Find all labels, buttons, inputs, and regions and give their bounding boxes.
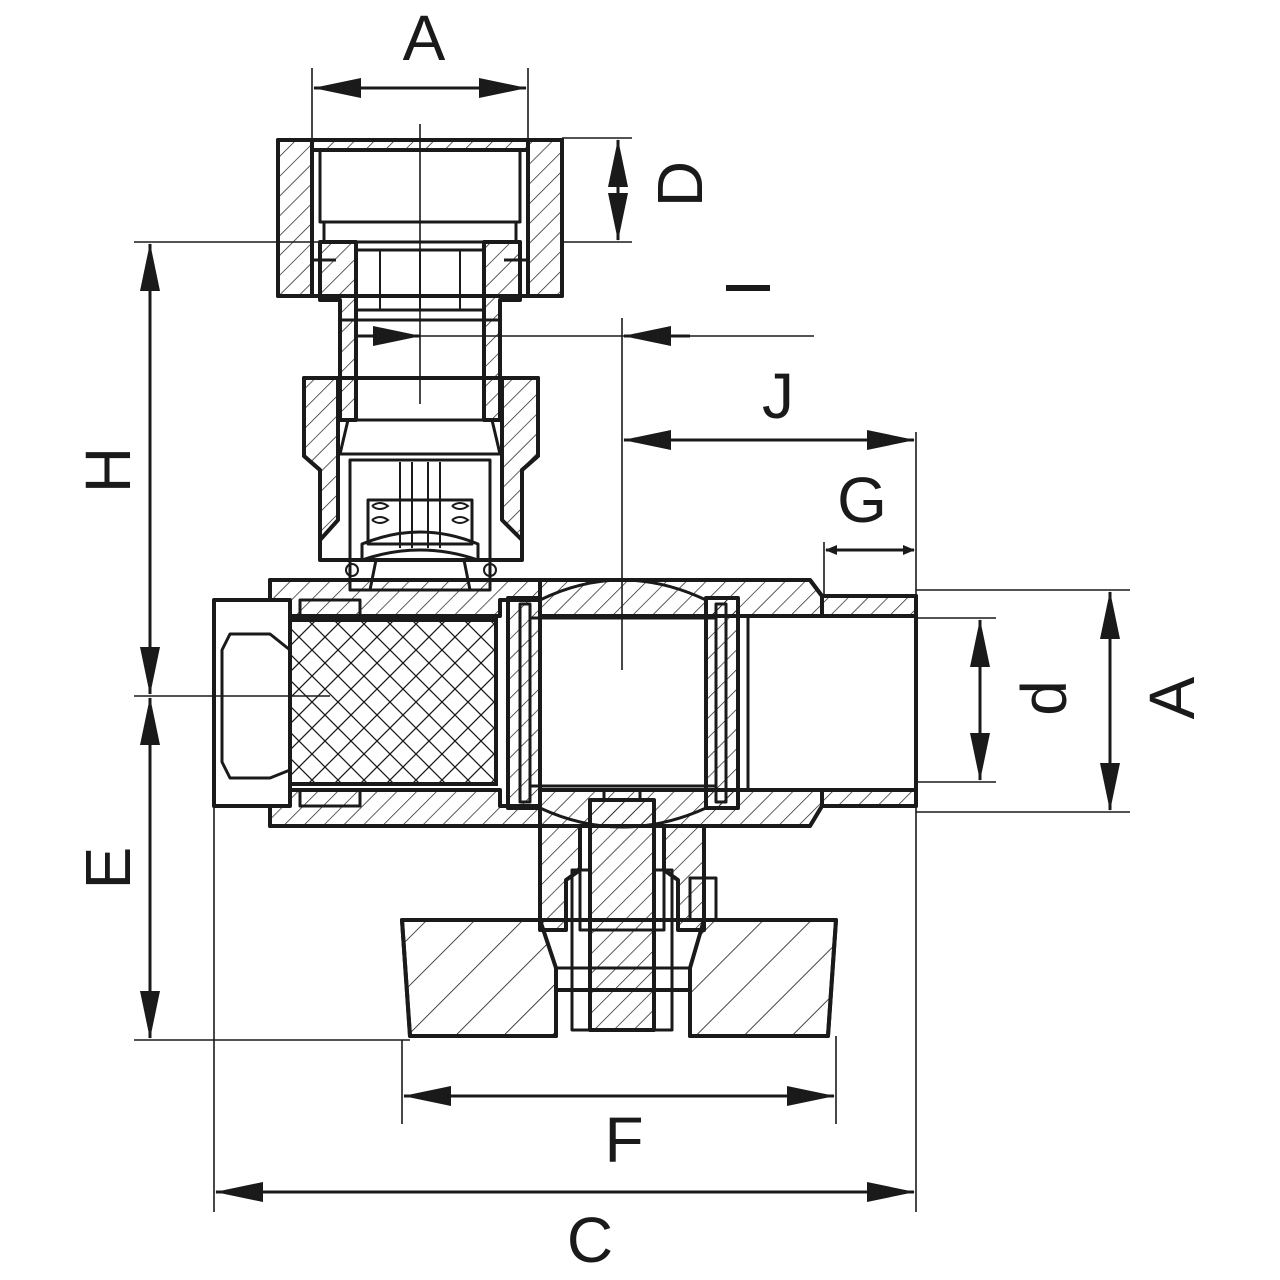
check-cartridge (345, 458, 497, 592)
upper-collar (302, 376, 540, 562)
dimension-A-right: A (1100, 591, 1208, 811)
dimension-E: E (72, 697, 160, 1039)
dimension-D: D (608, 139, 716, 241)
label-E: E (72, 847, 144, 890)
lower-housing (538, 788, 718, 1032)
extension-lines (134, 68, 1130, 1212)
label-C: C (567, 1204, 613, 1276)
ball-valve (506, 578, 740, 829)
dimension-A-top: A (313, 2, 527, 98)
right-outlet (736, 614, 918, 792)
label-G: G (837, 464, 887, 536)
dimension-J: J (623, 360, 915, 450)
valve-handle (400, 918, 838, 1038)
valve-body (212, 138, 918, 1038)
label-I: I (712, 279, 784, 297)
label-d: d (1008, 680, 1080, 716)
label-A-top: A (403, 2, 446, 74)
dimension-G: G (825, 464, 915, 555)
label-F: F (604, 1104, 643, 1176)
dimension-C: C (215, 1182, 915, 1276)
label-H: H (72, 447, 144, 493)
label-J: J (762, 360, 794, 432)
left-union (212, 598, 498, 808)
label-D: D (644, 161, 716, 207)
dimension-I: I (356, 279, 784, 346)
dimension-F: F (403, 1086, 835, 1176)
dimension-d: d (970, 619, 1080, 781)
label-A-right: A (1136, 676, 1208, 719)
dimension-H: H (72, 243, 160, 695)
